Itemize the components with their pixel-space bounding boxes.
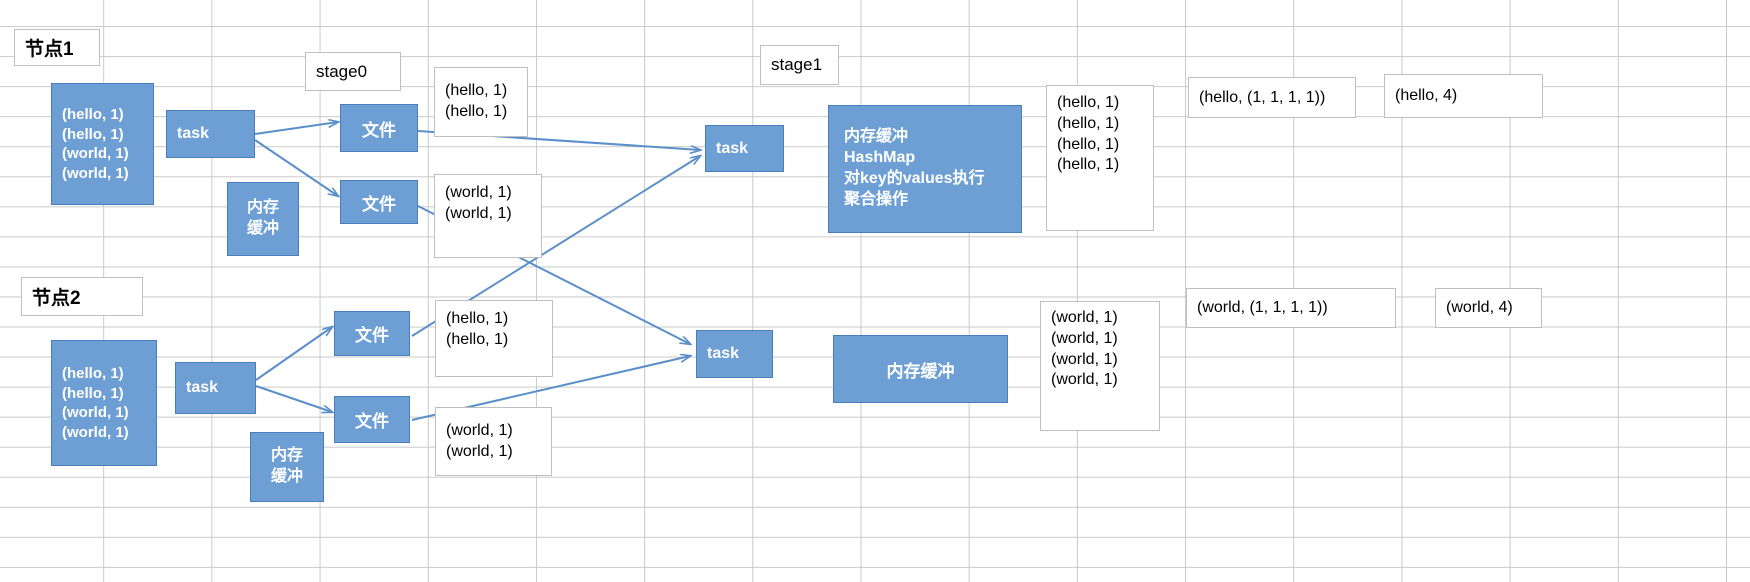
pair-item: (hello, 1) bbox=[445, 103, 508, 120]
label-node2: 节点2 bbox=[21, 277, 143, 316]
node2-input-pairs-box: (hello, 1) (hello, 1) (world, 1) (world,… bbox=[51, 340, 157, 466]
label-stage0: stage0 bbox=[305, 52, 401, 91]
node1-file-b-label: 文件 bbox=[362, 194, 396, 214]
label-node2-text: 节点2 bbox=[32, 288, 81, 309]
node2-file-a-box[interactable]: 文件 bbox=[334, 311, 410, 356]
mem-buffer-bottom-label: 内存缓冲 bbox=[886, 361, 955, 381]
pair-item: (hello, 1) bbox=[1057, 135, 1120, 153]
node1-file-a-pairs-box: (hello, 1) (hello, 1) bbox=[434, 67, 528, 137]
pair-item: (hello, 1) bbox=[62, 125, 124, 143]
mem-buffer-line: 缓冲 bbox=[270, 468, 303, 485]
stage1-result-hello-box: (hello, 4) bbox=[1384, 74, 1543, 118]
node1-file-b-pairs-box: (world, 1) (world, 1) bbox=[434, 174, 542, 258]
pair-item: (hello, 1) bbox=[446, 310, 509, 327]
node1-input-pairs-box: (hello, 1) (hello, 1) (world, 1) (world,… bbox=[51, 83, 154, 205]
pair-item: (hello, 1) bbox=[62, 384, 124, 402]
pair-item: (hello, 1) bbox=[1057, 114, 1120, 132]
pair-item: (world, 1) bbox=[62, 423, 129, 441]
stage1-task-bottom-box[interactable]: task bbox=[696, 330, 773, 378]
stage1-task-top-label: task bbox=[716, 139, 749, 157]
result-hello-text: (hello, 4) bbox=[1395, 87, 1458, 104]
stage1-grouped-hello-box: (hello, (1, 1, 1, 1)) bbox=[1188, 77, 1356, 118]
pair-item: (world, 1) bbox=[446, 442, 513, 460]
mem-buffer-line: 内存 bbox=[270, 447, 303, 465]
label-stage1-text: stage1 bbox=[771, 55, 823, 74]
hashmap-line: 聚合操作 bbox=[844, 190, 909, 208]
node2-memory-buffer-box: 内存 缓冲 bbox=[250, 432, 324, 502]
pair-item: (world, 1) bbox=[62, 164, 129, 182]
pair-item: (hello, 1) bbox=[1057, 156, 1120, 174]
node1-task-box[interactable]: task bbox=[166, 110, 255, 158]
stage1-hashmap-box: 内存缓冲 HashMap 对key的values执行 聚合操作 bbox=[828, 105, 1022, 233]
node1-file-a-box[interactable]: 文件 bbox=[340, 104, 418, 152]
node2-file-b-pairs-box: (world, 1) (world, 1) bbox=[435, 407, 552, 476]
node2-task-box[interactable]: task bbox=[175, 362, 256, 414]
pair-item: (world, 1) bbox=[1051, 350, 1118, 368]
pair-item: (world, 1) bbox=[62, 145, 129, 162]
node1-task-label: task bbox=[177, 125, 210, 142]
pair-item: (hello, 1) bbox=[1057, 94, 1120, 111]
stage1-task-bottom-label: task bbox=[707, 345, 740, 362]
stage1-collected-hello-box: (hello, 1) (hello, 1) (hello, 1) (hello,… bbox=[1046, 85, 1154, 231]
pair-item: (hello, 1) bbox=[445, 82, 508, 100]
pair-item: (world, 1) bbox=[1051, 309, 1118, 326]
pair-item: (world, 1) bbox=[1051, 371, 1118, 389]
pair-item: (world, 1) bbox=[446, 421, 513, 439]
node2-task-label: task bbox=[186, 379, 219, 396]
label-stage0-text: stage0 bbox=[316, 61, 368, 81]
mem-buffer-line: 缓冲 bbox=[246, 220, 279, 237]
pair-item: (hello, 1) bbox=[446, 330, 509, 348]
pair-item: (world, 1) bbox=[1051, 329, 1118, 347]
node2-file-a-label: 文件 bbox=[355, 326, 389, 345]
label-node1: 节点1 bbox=[14, 29, 100, 66]
stage1-collected-world-box: (world, 1) (world, 1) (world, 1) (world,… bbox=[1040, 301, 1160, 431]
pair-item: (world, 1) bbox=[62, 404, 129, 421]
pair-item: (world, 1) bbox=[445, 184, 512, 201]
mem-buffer-line: 内存 bbox=[246, 199, 279, 217]
grouped-hello-text: (hello, (1, 1, 1, 1)) bbox=[1199, 88, 1326, 106]
pair-item: (hello, 1) bbox=[62, 365, 124, 382]
hashmap-line: 对key的values执行 bbox=[844, 170, 985, 187]
node1-memory-buffer-box: 内存 缓冲 bbox=[227, 182, 299, 256]
hashmap-line: HashMap bbox=[844, 149, 916, 167]
node2-file-a-pairs-box: (hello, 1) (hello, 1) bbox=[435, 300, 553, 377]
node2-file-b-box[interactable]: 文件 bbox=[334, 396, 410, 443]
node1-file-b-box[interactable]: 文件 bbox=[340, 180, 418, 224]
node1-file-a-label: 文件 bbox=[362, 120, 396, 140]
node2-file-b-label: 文件 bbox=[355, 412, 389, 431]
result-world-text: (world, 4) bbox=[1446, 299, 1513, 316]
pair-item: (hello, 1) bbox=[62, 106, 124, 123]
label-stage1: stage1 bbox=[760, 45, 839, 85]
stage1-task-top-box[interactable]: task bbox=[705, 125, 784, 172]
stage1-memory-buffer-bottom-box: 内存缓冲 bbox=[833, 335, 1008, 403]
stage1-grouped-world-box: (world, (1, 1, 1, 1)) bbox=[1186, 288, 1396, 328]
hashmap-line: 内存缓冲 bbox=[844, 128, 909, 146]
stage1-result-world-box: (world, 4) bbox=[1435, 288, 1542, 328]
grouped-world-text: (world, (1, 1, 1, 1)) bbox=[1197, 299, 1328, 316]
pair-item: (world, 1) bbox=[445, 204, 512, 222]
label-node1-text: 节点1 bbox=[25, 39, 74, 60]
